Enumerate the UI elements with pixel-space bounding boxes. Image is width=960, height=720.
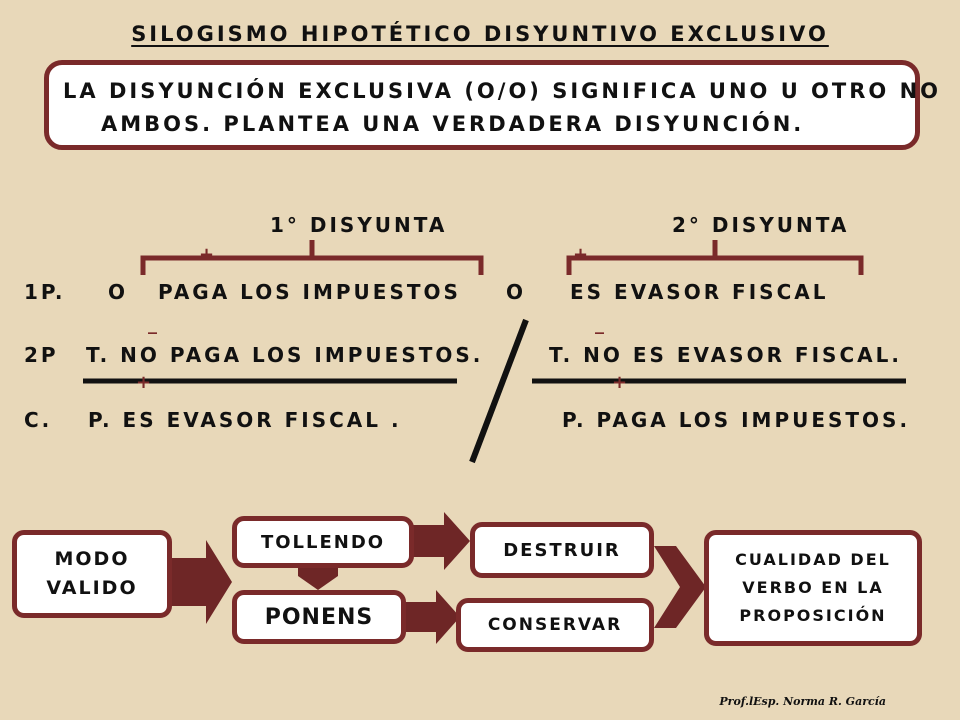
arrow-modo bbox=[170, 540, 232, 624]
premise2-left: T. NO PAGA LOS IMPUESTOS. bbox=[86, 343, 484, 367]
cualidad-box: CUALIDAD DEL VERBO EN LA PROPOSICIÓN bbox=[704, 530, 922, 646]
minus-mark-1: _ bbox=[148, 314, 157, 335]
exclusive-slash bbox=[469, 318, 529, 464]
definition-line-1: LA DISYUNCIÓN EXCLUSIVA (O/O) SIGNIFICA … bbox=[63, 79, 941, 103]
arrow-to-cualidad bbox=[654, 546, 706, 628]
conclusion-left: P. ES EVASOR FISCAL . bbox=[88, 408, 402, 432]
conclusion-right: P. PAGA LOS IMPUESTOS. bbox=[562, 408, 911, 432]
premise2-right: T. NO ES EVASOR FISCAL. bbox=[549, 343, 902, 367]
plus-mark-1: + bbox=[199, 244, 215, 265]
bracket-second-disjunct bbox=[566, 255, 864, 275]
title-text: SILOGISMO HIPOTÉTICO DISYUNTIVO EXCLUSIV… bbox=[131, 22, 829, 46]
plus-mark-2: + bbox=[573, 244, 589, 265]
tollendo-box: TOLLENDO bbox=[232, 516, 414, 568]
destruir-box: DESTRUIR bbox=[470, 522, 654, 578]
ponens-box: PONENS bbox=[232, 590, 406, 644]
plus-mark-3: + bbox=[136, 372, 152, 393]
premise1-right: ES EVASOR FISCAL bbox=[570, 280, 829, 304]
ponens-text: PONENS bbox=[264, 604, 374, 630]
second-disjunct-label: 2° DISYUNTA bbox=[672, 213, 850, 237]
conservar-text: CONSERVAR bbox=[487, 615, 623, 635]
arrow-tollendo bbox=[410, 512, 470, 570]
modo-valido-box: MODO VALIDO bbox=[12, 530, 172, 618]
premise1-left: PAGA LOS IMPUESTOS bbox=[158, 280, 461, 304]
bracket-first-disjunct bbox=[140, 255, 484, 275]
cualidad-text: CUALIDAD DEL VERBO EN LA PROPOSICIÓN bbox=[735, 550, 891, 625]
modo-valido-text: MODO VALIDO bbox=[46, 548, 138, 599]
tollendo-text: TOLLENDO bbox=[260, 531, 386, 553]
premise1-label: 1P. bbox=[24, 280, 66, 304]
definition-box: LA DISYUNCIÓN EXCLUSIVA (O/O) SIGNIFICA … bbox=[44, 60, 938, 150]
first-disjunct-label: 1° DISYUNTA bbox=[270, 213, 448, 237]
author-signature: Prof.lEsp. Norma R. García bbox=[719, 695, 886, 708]
conclusion-label: C. bbox=[24, 408, 53, 432]
plus-mark-4: + bbox=[612, 372, 628, 393]
page-title: SILOGISMO HIPOTÉTICO DISYUNTIVO EXCLUSIV… bbox=[0, 22, 960, 46]
arrow-ponens bbox=[404, 590, 460, 644]
premise2-label: 2P bbox=[24, 343, 59, 367]
minus-mark-2: _ bbox=[595, 314, 604, 335]
definition-line-2: AMBOS. PLANTEA UNA VERDADERA DISYUNCIÓN. bbox=[101, 112, 805, 136]
conservar-box: CONSERVAR bbox=[456, 598, 654, 652]
premise1-connector-2: O bbox=[506, 280, 527, 304]
premise1-connector-1: O bbox=[108, 280, 129, 304]
arrow-down bbox=[298, 566, 338, 590]
destruir-text: DESTRUIR bbox=[503, 539, 621, 561]
